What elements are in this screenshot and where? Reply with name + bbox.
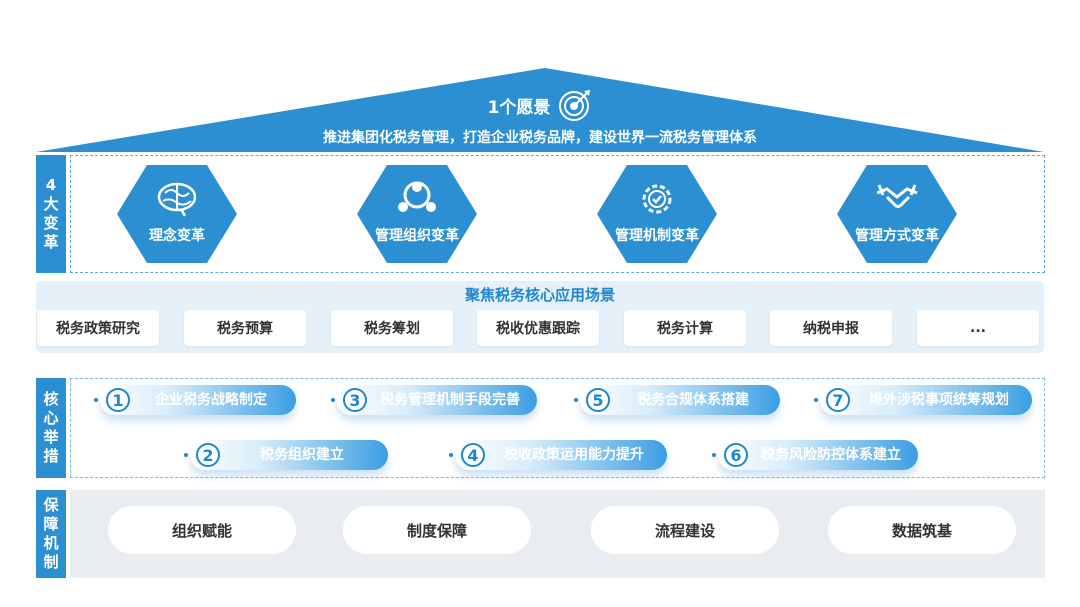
target-icon [559,90,591,121]
guarantee-item: 组织赋能 [108,506,296,554]
core-measure-text: 境外涉税事项统筹规划 [869,392,1009,408]
core-measure-5: 5 税务合规体系搭建 [574,385,780,415]
number-badge: 4 [461,443,485,467]
scenario-item: 税务计算 [624,310,746,346]
label-char: 障 [43,515,59,533]
core-side-label: 核 心 举 措 [36,378,66,478]
scenario-item: 税务筹划 [331,310,453,346]
hexagon-shape [837,165,957,263]
bullet-dot [574,398,578,402]
hexagon-shape [117,165,237,263]
core-measure-4: 4 税收政策运用能力提升 [449,440,667,470]
hexagon-shape [357,165,477,263]
scenario-item: 税务预算 [184,310,306,346]
guarantee-item: 流程建设 [591,506,779,554]
scenario-item: 税收优惠跟踪 [477,310,599,346]
core-measure-7: 7 境外涉税事项统筹规划 [814,385,1032,415]
change-item-organization: 管理组织变革 [357,165,477,263]
hexagon-shape [597,165,717,263]
core-measure-2: 2 税务组织建立 [184,440,388,470]
guarantee-item: 制度保障 [343,506,531,554]
core-box [70,378,1045,478]
core-measure-1: 1 企业税务战略制定 [94,385,296,415]
label-char: 心 [43,409,59,427]
number-badge: 3 [343,388,367,412]
bullet-dot [814,398,818,402]
scenario-item: ... [917,310,1039,346]
guarantee-item: 数据筑基 [828,506,1016,554]
change-label: 管理组织变革 [375,228,459,244]
bullet-dot [94,398,98,402]
vision-subtitle: 推进集团化税务管理，打造企业税务品牌，建设世界一流税务管理体系 [323,130,757,146]
brain-icon [157,182,197,217]
core-measure-text: 税务管理机制手段完善 [380,392,520,408]
core-measure-3: 3 税务管理机制手段完善 [331,385,537,415]
scenarios-title: 聚焦税务核心应用场景 [464,286,615,304]
handshake-icon [876,184,918,208]
people-icon [398,181,436,212]
changes-side-label: 4 大 变 革 [36,155,66,273]
bullet-dot [184,453,188,457]
label-char: 核 [43,390,59,408]
number-badge: 2 [196,443,220,467]
vision-title: 1个愿景 [0,88,1080,122]
label-char: 大 [43,195,59,213]
scenario-item: 纳税申报 [770,310,892,346]
bullet-dot [712,453,716,457]
core-measure-text: 企业税务战略制定 [155,392,267,408]
change-item-concept: 理念变革 [117,165,237,263]
number-badge: 6 [724,443,748,467]
gear-check-icon [642,184,672,214]
changes-box [70,155,1045,273]
scenario-item: 税务政策研究 [37,310,159,346]
number-badge: 7 [826,388,850,412]
change-item-mechanism: 管理机制变革 [597,165,717,263]
change-label: 理念变革 [149,228,205,244]
number-badge: 1 [106,388,130,412]
core-measure-text: 税务组织建立 [260,447,344,463]
label-char: 保 [43,496,59,514]
label-char: 制 [43,553,59,571]
label-char: 措 [43,447,59,465]
change-label: 管理机制变革 [615,228,699,244]
label-char: 举 [43,428,59,446]
change-label: 管理方式变革 [855,228,939,244]
core-measure-6: 6 税务风险防控体系建立 [712,440,918,470]
roof [36,68,1044,152]
bullet-dot [331,398,335,402]
vision-title-text: 1个愿景 [487,97,551,118]
change-item-method: 管理方式变革 [837,165,957,263]
core-measure-text: 税收政策运用能力提升 [504,447,644,463]
bullet-dot [449,453,453,457]
label-char: 革 [43,233,59,251]
label-char: 机 [43,534,59,552]
label-char: 变 [43,214,59,232]
guarantee-side-label: 保 障 机 制 [36,490,66,578]
core-measure-text: 税务合规体系搭建 [637,392,749,408]
label-char: 4 [45,176,57,194]
core-measure-text: 税务风险防控体系建立 [761,447,901,463]
number-badge: 5 [586,388,610,412]
